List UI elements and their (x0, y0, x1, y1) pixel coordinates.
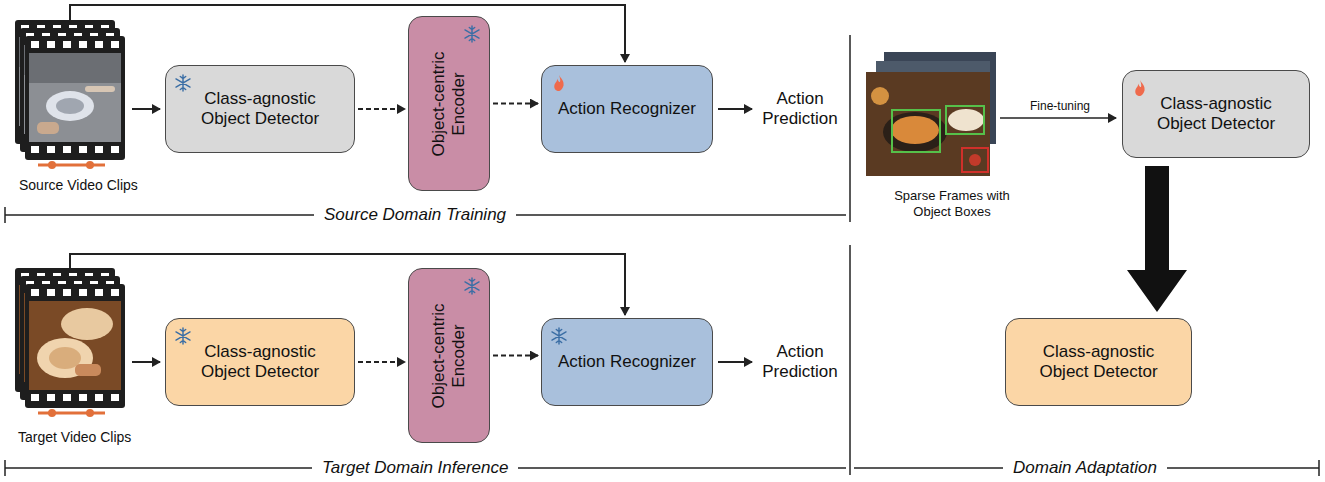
node-text: Class-agnostic Object Detector (1029, 342, 1169, 383)
flow-arrow (1127, 166, 1187, 312)
encoder-box: Object-centric Encoder (408, 16, 490, 191)
frozen-icon (463, 277, 481, 295)
flow-arrow (493, 355, 538, 357)
stage-label: Target Domain Inference (312, 458, 518, 478)
frozen-icon (463, 25, 481, 43)
node-text: Class-agnostic Object Detector (1146, 94, 1286, 135)
image-caption: Sparse Frames with Object Boxes (887, 188, 1017, 219)
trainable-icon (550, 74, 568, 92)
detector-box: Class-agnostic Object Detector (1122, 70, 1310, 158)
detector-box: Class-agnostic Object Detector (1005, 318, 1192, 406)
output-label: Action Prediction (754, 342, 846, 383)
node-text: Action Recognizer (558, 352, 696, 372)
node-text: Object-centric Encoder (429, 26, 468, 181)
encoder-box: Object-centric Encoder (408, 268, 490, 443)
clip-label: Source Video Clips (19, 177, 138, 194)
recognizer-box: Action Recognizer (541, 318, 713, 406)
recognizer-box: Action Recognizer (541, 65, 713, 153)
detector-box: Class-agnostic Object Detector (165, 65, 355, 153)
clip-label: Target Video Clips (18, 429, 131, 446)
frozen-icon (174, 74, 192, 92)
node-text: Class-agnostic Object Detector (190, 342, 330, 383)
arrow-label: Fine-tuning (1030, 99, 1090, 113)
detector-box: Class-agnostic Object Detector (165, 318, 355, 406)
output-label: Action Prediction (754, 89, 846, 130)
node-text: Action Recognizer (558, 99, 696, 119)
frozen-icon (174, 327, 192, 345)
flow-arrow (358, 361, 405, 363)
trainable-icon (1131, 79, 1149, 97)
frozen-icon (550, 327, 568, 345)
flow-arrow (493, 103, 538, 105)
node-text: Object-centric Encoder (429, 278, 468, 433)
stage-label: Domain Adaptation (1003, 458, 1167, 478)
flow-arrow (358, 108, 405, 110)
stage-label: Source Domain Training (314, 205, 516, 225)
node-text: Class-agnostic Object Detector (190, 89, 330, 130)
